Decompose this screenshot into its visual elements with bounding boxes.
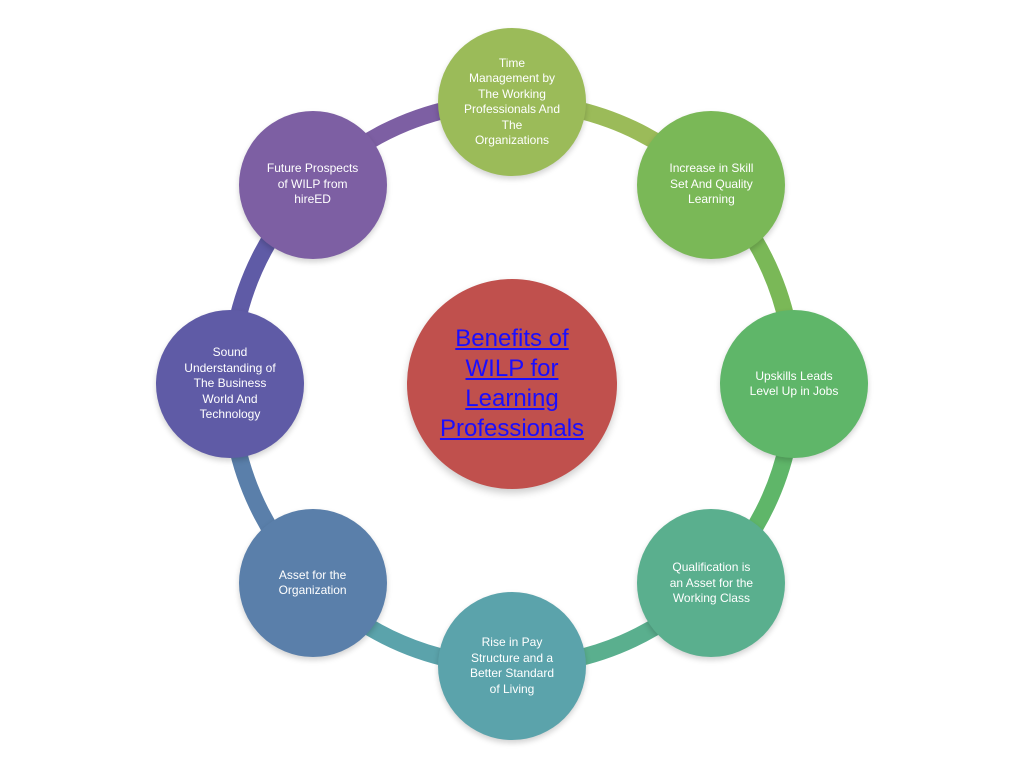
node-asset-organization: Asset for the Organization bbox=[238, 509, 387, 658]
node-pay-rise: Rise in Pay Structure and a Better Stand… bbox=[438, 592, 586, 740]
node-label: Time Management by The Working Professio… bbox=[463, 55, 561, 148]
node-future-prospects: Future Prospects of WILP from hireED bbox=[238, 110, 387, 259]
node-label: Upskills Leads Level Up in Jobs bbox=[749, 368, 839, 399]
node-business-understanding: Sound Understanding of The Business Worl… bbox=[156, 310, 304, 458]
node-label: Sound Understanding of The Business Worl… bbox=[184, 345, 276, 422]
node-skill-increase: Increase in Skill Set And Quality Learni… bbox=[637, 110, 786, 259]
node-upskills: Upskills Leads Level Up in Jobs bbox=[720, 310, 868, 458]
node-qualification: Qualification is an Asset for the Workin… bbox=[637, 509, 786, 658]
node-label: Increase in Skill Set And Quality Learni… bbox=[669, 161, 754, 207]
node-label: Rise in Pay Structure and a Better Stand… bbox=[469, 635, 555, 696]
center-circle: Benefits of WILP for Learning Profession… bbox=[407, 279, 617, 489]
node-label: Qualification is an Asset for the Workin… bbox=[669, 560, 754, 606]
center-title-link[interactable]: Benefits of WILP for Learning Profession… bbox=[439, 325, 585, 442]
node-label: Asset for the Organization bbox=[278, 567, 347, 598]
node-time-management: Time Management by The Working Professio… bbox=[438, 28, 586, 176]
node-label: Future Prospects of WILP from hireED bbox=[266, 161, 359, 207]
